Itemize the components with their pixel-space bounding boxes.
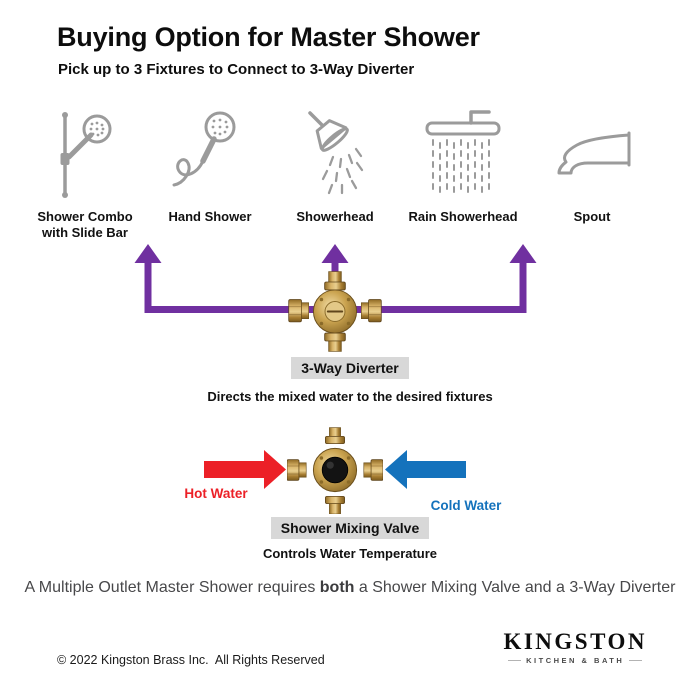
note-suffix: a Shower Mixing Valve and a 3-Way Divert… (354, 579, 676, 596)
mixing-valve-description: Controls Water Temperature (262, 546, 438, 561)
fixture-label: Hand Shower (168, 209, 252, 224)
hot-water-arrow-icon (204, 450, 286, 489)
page-title: Buying Option for Master Shower (57, 22, 480, 52)
tagline-rule-left (508, 660, 522, 661)
cold-water-arrow-icon (385, 450, 466, 489)
copyright-text: © 2022 Kingston Brass Inc. All Rights Re… (57, 653, 325, 667)
fixture-label: Showerhead (296, 209, 374, 224)
brand-logo: KINGSTON KITCHEN & BATH (503, 630, 647, 665)
hot-water-label: Hot Water (184, 486, 248, 501)
shower-mixing-valve-icon (287, 427, 383, 514)
fixture-spout: Spout (530, 103, 654, 225)
hand-shower-icon (148, 103, 272, 203)
tagline-rule-right (629, 660, 643, 661)
fixture-label: Rain Showerhead (408, 209, 518, 224)
fixture-showerhead: Showerhead (273, 103, 397, 225)
fixture-label: Shower Combo with Slide Bar (37, 209, 133, 241)
spout-icon (530, 103, 654, 203)
diverter-badge: 3-Way Diverter (291, 357, 409, 379)
fixture-label: Spout (573, 209, 611, 224)
fixture-rain-showerhead: Rain Showerhead (401, 103, 525, 225)
brand-tagline: KITCHEN & BATH (526, 656, 625, 665)
mixing-valve-badge: Shower Mixing Valve (270, 517, 430, 539)
note-prefix: A Multiple Outlet Master Shower requires (24, 579, 320, 596)
diverter-description: Directs the mixed water to the desired f… (207, 389, 493, 404)
brand-tagline-row: KITCHEN & BATH (503, 656, 647, 665)
brand-name: KINGSTON (503, 629, 647, 654)
rain-showerhead-icon (401, 103, 525, 203)
three-way-diverter-valve-icon (288, 271, 382, 352)
note-bold: both (319, 579, 355, 596)
fixture-hand-shower: Hand Shower (148, 103, 272, 225)
shower-combo-slide-bar-icon (23, 103, 147, 203)
showerhead-icon (273, 103, 397, 203)
page-subtitle: Pick up to 3 Fixtures to Connect to 3-Wa… (58, 61, 415, 78)
cold-water-label: Cold Water (430, 498, 502, 513)
fixture-shower-combo: Shower Combo with Slide Bar (23, 103, 147, 242)
bottom-note: A Multiple Outlet Master Shower requires… (0, 579, 700, 597)
